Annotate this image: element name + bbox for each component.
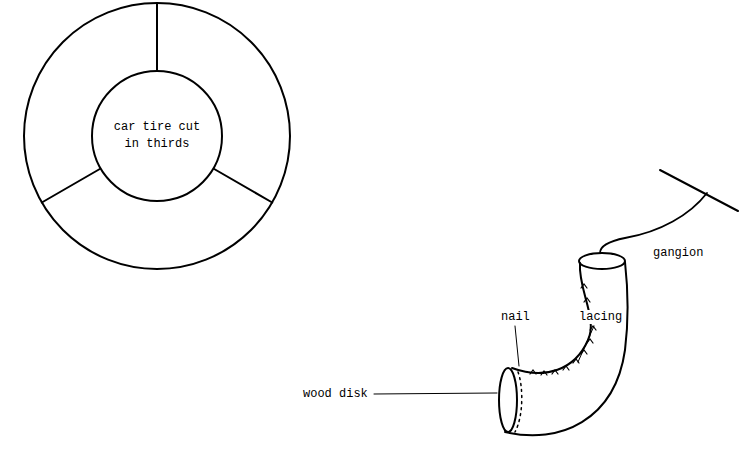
part-label: wood disk [302,387,369,401]
leader-lines [374,326,594,394]
cut-line [42,169,100,203]
nail-row [515,372,522,432]
gangion-line [600,193,707,253]
cut-line [156,3,158,70]
circle-label: car tire cut in thirds [105,119,209,153]
inner-circle: car tire cut in thirds [91,70,223,202]
stick [660,170,738,211]
wood-disk [499,368,517,432]
cut-line [214,169,272,203]
part-label: lacing [578,310,623,324]
tube-outer-edge [505,262,628,435]
part-label: nail [500,310,531,324]
tire-outline [24,3,290,269]
part-label: gangion [652,246,704,260]
lacing-stitches [530,284,596,375]
tube-opening [579,253,625,269]
